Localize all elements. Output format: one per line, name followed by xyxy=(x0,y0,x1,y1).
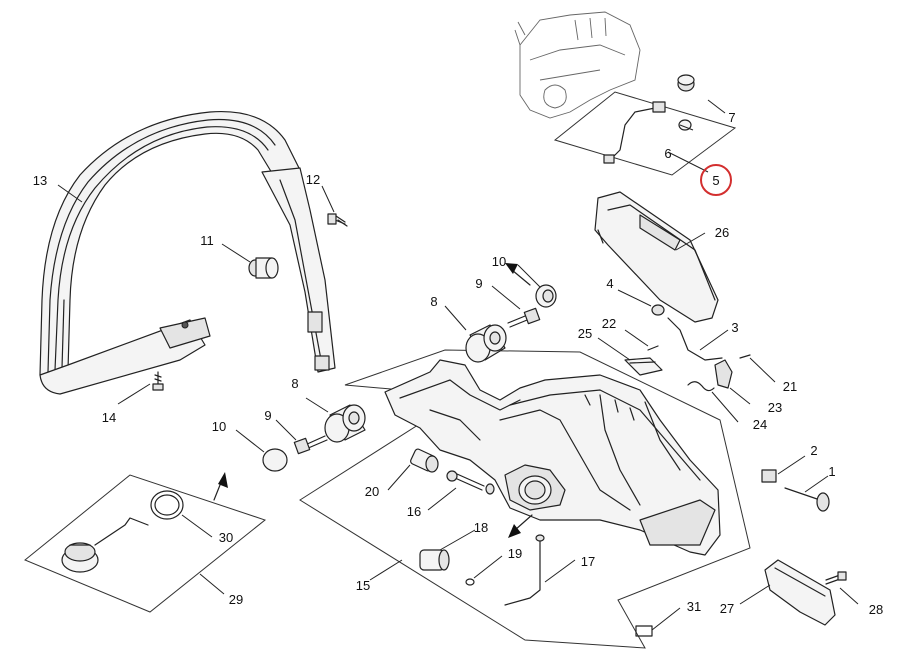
callout-19: 19 xyxy=(508,546,522,561)
callout-25: 25 xyxy=(578,326,592,341)
callout-16: 16 xyxy=(407,504,421,519)
callout-13: 13 xyxy=(33,173,47,188)
callout-7: 7 xyxy=(728,110,735,125)
mount-lower xyxy=(262,404,366,472)
callout-26: 26 xyxy=(715,225,729,240)
top-cover-26 xyxy=(594,191,719,323)
callout-29: 29 xyxy=(229,592,243,607)
throttle-parts xyxy=(624,304,751,392)
arrow-upper xyxy=(505,263,531,286)
chassis-small-parts xyxy=(410,448,545,606)
callout-10a: 10 xyxy=(492,254,506,269)
clip-2 xyxy=(761,469,777,483)
callout-labels: 1 2 3 4 5 6 7 8 8 9 9 10 10 11 12 13 14 … xyxy=(33,110,883,617)
callout-23: 23 xyxy=(768,400,782,415)
callout-9a: 9 xyxy=(475,276,482,291)
callout-31: 31 xyxy=(687,599,701,614)
callout-10b: 10 xyxy=(212,419,226,434)
chassis-15 xyxy=(384,359,721,556)
mount-upper xyxy=(465,284,557,363)
screw-1 xyxy=(784,487,830,512)
callout-20: 20 xyxy=(365,484,379,499)
callout-22: 22 xyxy=(602,316,616,331)
bolt-14 xyxy=(152,371,164,391)
callout-9b: 9 xyxy=(264,408,271,423)
guard-27 xyxy=(764,559,836,626)
fuel-cap-29 xyxy=(61,517,149,573)
arrow-left xyxy=(213,472,228,501)
callout-1: 1 xyxy=(828,464,835,479)
group-box-5 xyxy=(553,91,737,176)
callout-15: 15 xyxy=(356,578,370,593)
callout-8a: 8 xyxy=(430,294,437,309)
callout-2: 2 xyxy=(810,443,817,458)
callout-6: 6 xyxy=(664,146,671,161)
callout-8b: 8 xyxy=(291,376,298,391)
callout-21: 21 xyxy=(783,379,797,394)
leader-lines xyxy=(57,99,859,631)
highlight-circle xyxy=(700,164,732,196)
callout-30: 30 xyxy=(219,530,233,545)
plate-31 xyxy=(635,625,653,637)
callout-28: 28 xyxy=(869,602,883,617)
callout-27: 27 xyxy=(720,601,734,616)
callout-11: 11 xyxy=(200,233,214,248)
callout-14: 14 xyxy=(102,410,116,425)
arrow-chassis xyxy=(508,514,533,538)
grommet-7 xyxy=(677,74,695,92)
front-handle-bar xyxy=(39,110,336,395)
callout-5: 5 xyxy=(712,173,719,188)
callout-17: 17 xyxy=(581,554,595,569)
engine-context xyxy=(514,11,641,119)
callout-24: 24 xyxy=(753,417,767,432)
switch-wire-6 xyxy=(603,101,692,164)
screw-28 xyxy=(825,571,847,585)
gasket-30 xyxy=(150,490,184,520)
group-box-29 xyxy=(24,474,267,613)
screw-12 xyxy=(327,213,348,227)
bushing-11 xyxy=(248,257,279,279)
callout-3: 3 xyxy=(731,320,738,335)
callout-4: 4 xyxy=(606,276,613,291)
callout-12: 12 xyxy=(306,172,320,187)
callout-18: 18 xyxy=(474,520,488,535)
